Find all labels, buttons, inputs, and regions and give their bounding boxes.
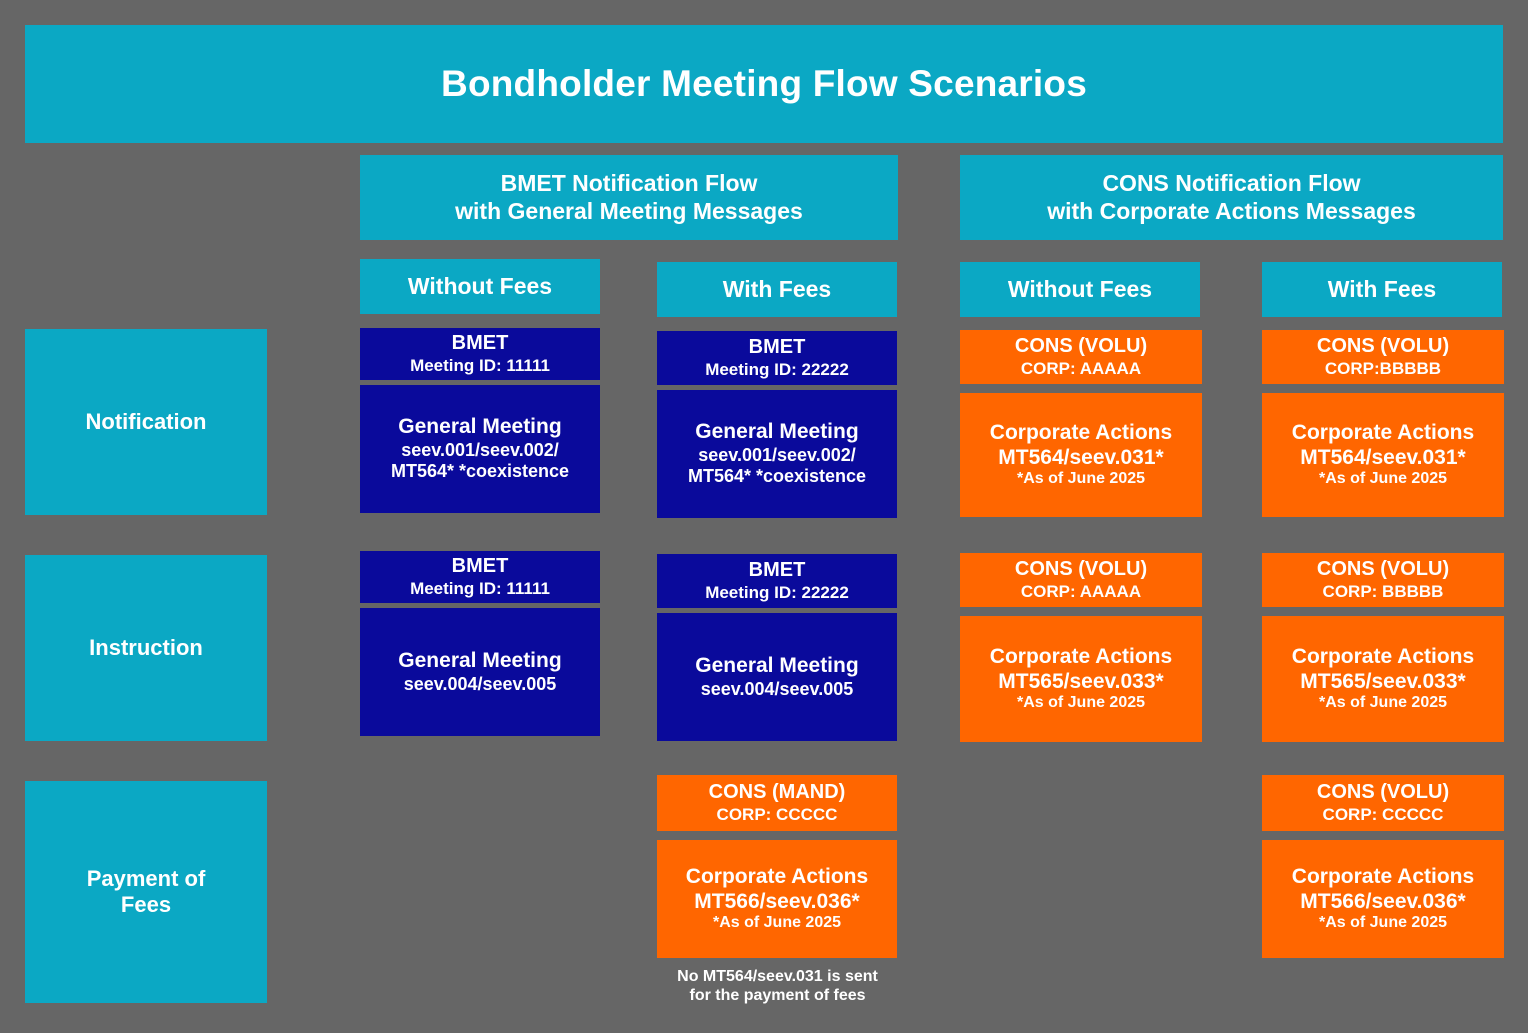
notification-cons-without-fees-header: CONS (VOLU) CORP: AAAAA <box>960 330 1202 384</box>
card-subtitle: CORP: BBBBB <box>1322 581 1444 601</box>
payment-of-fees-note-line2: for the payment of fees <box>689 987 866 1004</box>
payment-of-fees-cons-with-fees-header: CONS (VOLU) CORP: CCCCC <box>1262 775 1504 831</box>
fee-header-bmet-without-fees: Without Fees <box>360 259 600 314</box>
payment-of-fees-cons-with-fees-message: Corporate Actions MT566/seev.036* *As of… <box>1262 840 1504 958</box>
notification-bmet-with-fees-message: General Meeting seev.001/seev.002/ MT564… <box>657 390 897 518</box>
row-label-payment-of-fees: Payment of Fees <box>25 781 267 1003</box>
card-line-3: *As of June 2025 <box>1016 470 1146 488</box>
card-line-3: *As of June 2025 <box>1318 914 1448 932</box>
card-line-2: MT566/seev.036* <box>1300 889 1466 913</box>
payment-of-fees-bmet-with-fees-message: Corporate Actions MT566/seev.036* *As of… <box>657 840 897 958</box>
notification-bmet-with-fees-header: BMET Meeting ID: 22222 <box>657 331 897 385</box>
card-title: Corporate Actions <box>685 864 869 888</box>
card-title: General Meeting <box>398 649 562 672</box>
row-label-instruction: Instruction <box>25 555 267 741</box>
instruction-cons-without-fees-header: CONS (VOLU) CORP: AAAAA <box>960 553 1202 607</box>
card-title: Corporate Actions <box>989 644 1173 668</box>
payment-of-fees-bmet-with-fees-header: CONS (MAND) CORP: CCCCC <box>657 775 897 831</box>
card-line-3: *As of June 2025 <box>712 914 842 932</box>
card-title: BMET <box>451 332 509 355</box>
card-title: Corporate Actions <box>1291 864 1475 888</box>
card-title: BMET <box>748 559 806 582</box>
instruction-bmet-without-fees-message: General Meeting seev.004/seev.005 <box>360 608 600 736</box>
card-subtitle: Meeting ID: 11111 <box>410 355 550 375</box>
row-label-notification: Notification <box>25 329 267 515</box>
notification-cons-with-fees-header: CONS (VOLU) CORP:BBBBB <box>1262 330 1504 384</box>
instruction-cons-without-fees-message: Corporate Actions MT565/seev.033* *As of… <box>960 616 1202 742</box>
card-line-3: *As of June 2025 <box>1016 694 1146 712</box>
group-header-bmet-line2: with General Meeting Messages <box>455 197 803 224</box>
card-subtitle: CORP: CCCCC <box>1322 804 1444 824</box>
group-header-cons-line1: CONS Notification Flow <box>1102 170 1361 197</box>
instruction-bmet-with-fees-header: BMET Meeting ID: 22222 <box>657 554 897 608</box>
notification-bmet-without-fees-message: General Meeting seev.001/seev.002/ MT564… <box>360 385 600 513</box>
card-line-2: seev.004/seev.005 <box>700 678 854 699</box>
card-title: CONS (VOLU) <box>1316 781 1450 804</box>
card-title: Corporate Actions <box>1291 644 1475 668</box>
card-line-2: MT564/seev.031* <box>1300 445 1466 469</box>
instruction-cons-with-fees-message: Corporate Actions MT565/seev.033* *As of… <box>1262 616 1504 742</box>
card-line-3: MT564* *coexistence <box>687 466 867 487</box>
instruction-bmet-with-fees-message: General Meeting seev.004/seev.005 <box>657 613 897 741</box>
card-title: General Meeting <box>695 654 859 677</box>
group-header-bmet-line1: BMET Notification Flow <box>500 170 758 197</box>
page-title: Bondholder Meeting Flow Scenarios <box>25 25 1503 143</box>
card-subtitle: CORP:BBBBB <box>1324 358 1442 378</box>
card-line-2: seev.001/seev.002/ <box>698 445 856 466</box>
card-line-2: MT565/seev.033* <box>1300 669 1466 693</box>
notification-bmet-without-fees-header: BMET Meeting ID: 11111 <box>360 328 600 380</box>
notification-cons-without-fees-message: Corporate Actions MT564/seev.031* *As of… <box>960 393 1202 517</box>
row-label-payment-of-fees-line2: Fees <box>120 892 172 917</box>
group-header-cons: CONS Notification Flow with Corporate Ac… <box>960 155 1503 240</box>
card-subtitle: CORP: AAAAA <box>1020 358 1142 378</box>
card-subtitle: Meeting ID: 22222 <box>705 582 849 602</box>
card-title: CONS (VOLU) <box>1014 335 1148 358</box>
notification-cons-with-fees-message: Corporate Actions MT564/seev.031* *As of… <box>1262 393 1504 517</box>
payment-of-fees-note: No MT564/seev.031 is sent for the paymen… <box>650 962 905 1012</box>
card-subtitle: CORP: CCCCC <box>716 804 838 824</box>
group-header-bmet: BMET Notification Flow with General Meet… <box>360 155 898 240</box>
card-title: Corporate Actions <box>1291 420 1475 444</box>
card-title: BMET <box>748 336 806 359</box>
card-line-3: *As of June 2025 <box>1318 470 1448 488</box>
card-title: BMET <box>451 555 509 578</box>
card-line-2: MT566/seev.036* <box>694 889 860 913</box>
card-line-2: MT564/seev.031* <box>998 445 1164 469</box>
card-subtitle: Meeting ID: 11111 <box>410 578 550 598</box>
fee-header-cons-without-fees: Without Fees <box>960 262 1200 317</box>
fee-header-bmet-with-fees: With Fees <box>657 262 897 317</box>
payment-of-fees-note-line1: No MT564/seev.031 is sent <box>677 968 878 986</box>
card-title: CONS (VOLU) <box>1316 335 1450 358</box>
card-line-2: MT565/seev.033* <box>998 669 1164 693</box>
card-subtitle: CORP: AAAAA <box>1020 581 1142 601</box>
card-line-3: *As of June 2025 <box>1318 694 1448 712</box>
instruction-cons-with-fees-header: CONS (VOLU) CORP: BBBBB <box>1262 553 1504 607</box>
card-title: General Meeting <box>398 415 562 439</box>
card-title: Corporate Actions <box>989 420 1173 444</box>
fee-header-cons-with-fees: With Fees <box>1262 262 1502 317</box>
row-label-payment-of-fees-line1: Payment of <box>86 866 206 892</box>
card-title: CONS (VOLU) <box>1316 558 1450 581</box>
card-title: General Meeting <box>695 420 859 444</box>
card-title: CONS (VOLU) <box>1014 558 1148 581</box>
card-line-2: seev.004/seev.005 <box>403 673 557 694</box>
card-subtitle: Meeting ID: 22222 <box>705 359 849 379</box>
card-line-3: MT564* *coexistence <box>390 461 570 482</box>
card-line-2: seev.001/seev.002/ <box>401 440 559 461</box>
group-header-cons-line2: with Corporate Actions Messages <box>1047 197 1416 224</box>
instruction-bmet-without-fees-header: BMET Meeting ID: 11111 <box>360 551 600 603</box>
card-title: CONS (MAND) <box>708 781 846 804</box>
